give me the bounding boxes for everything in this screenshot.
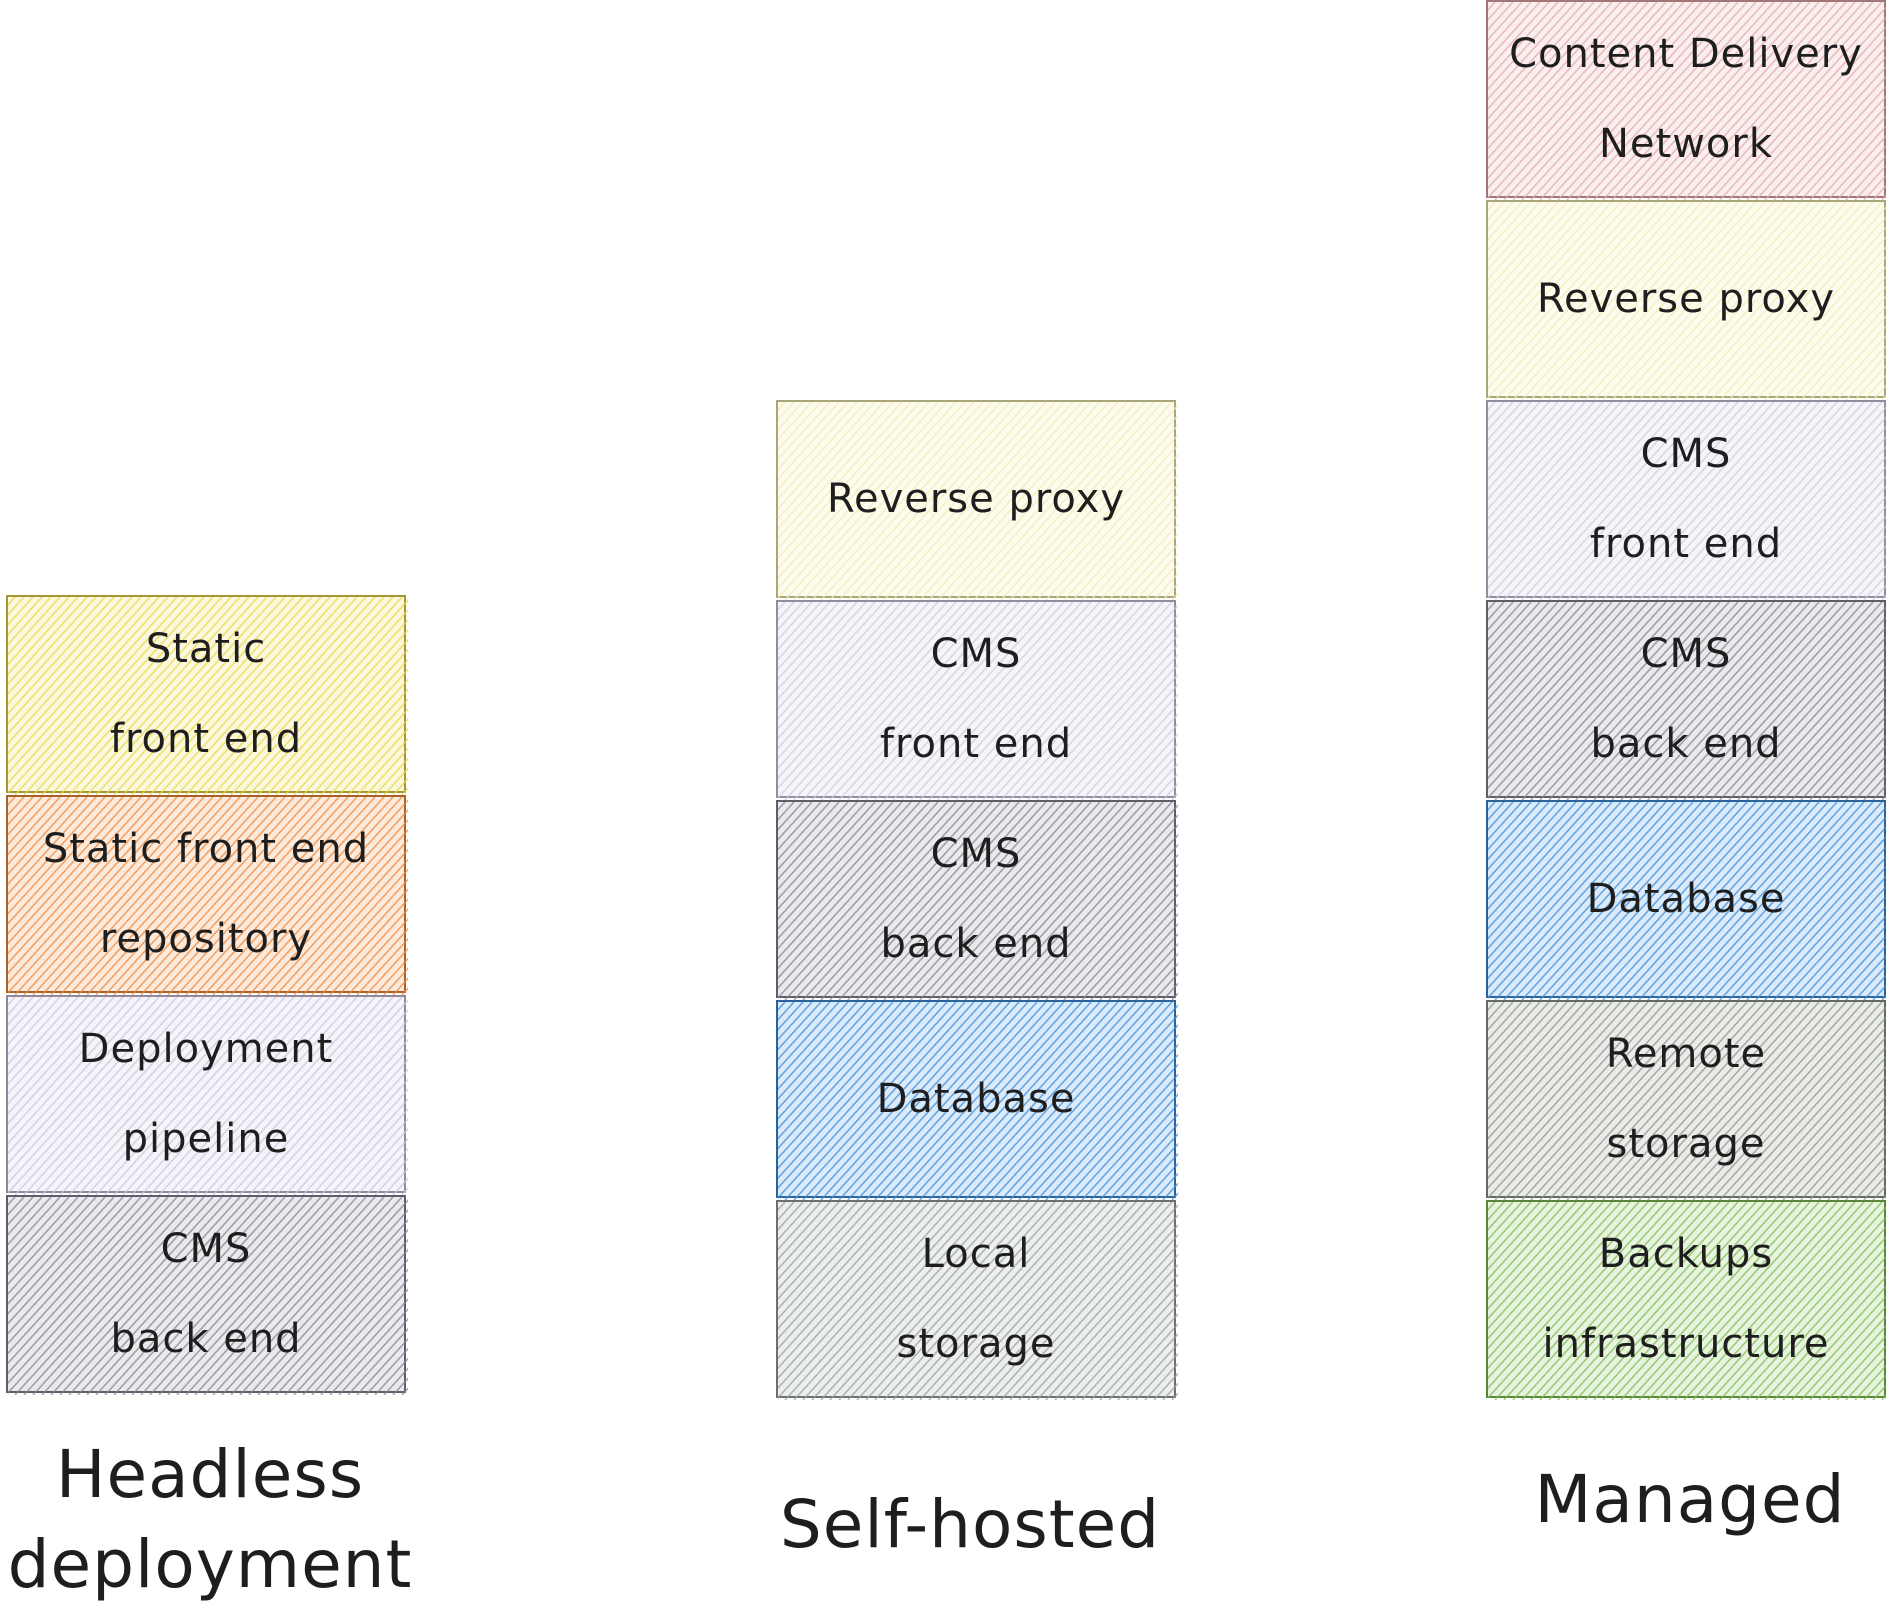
- layer-label: Remote: [1605, 1031, 1767, 1077]
- layer-block: Database: [1486, 800, 1886, 1000]
- layer-label: Backups: [1598, 1231, 1774, 1277]
- layer-label: pipeline: [122, 1116, 290, 1162]
- layer-block: CMS back end: [1486, 600, 1886, 800]
- layer-label: repository: [99, 916, 313, 962]
- layer-label: Static front end: [42, 826, 370, 872]
- layer-label: Local: [921, 1231, 1031, 1277]
- layer-label: back end: [110, 1316, 302, 1362]
- layer-label: front end: [1589, 521, 1783, 567]
- column-caption: Headless deployment: [0, 1430, 420, 1610]
- column-caption: Self-hosted: [720, 1480, 1220, 1570]
- layer-label: Reverse proxy: [826, 476, 1126, 522]
- layer-block: Deployment pipeline: [6, 995, 408, 1195]
- layer-label: storage: [896, 1321, 1056, 1367]
- caption-line: Headless: [55, 1436, 365, 1513]
- layer-label: CMS: [930, 631, 1022, 677]
- layer-label: Database: [876, 1076, 1076, 1122]
- caption-line: deployment: [7, 1526, 413, 1603]
- layer-label: Network: [1598, 121, 1773, 167]
- layer-label: CMS: [1640, 431, 1732, 477]
- layer-block: CMS front end: [776, 600, 1178, 800]
- layer-label: Reverse proxy: [1536, 276, 1836, 322]
- column-caption: Managed: [1440, 1455, 1886, 1545]
- layer-block: CMS front end: [1486, 400, 1886, 600]
- layer-block: Static front end: [6, 595, 408, 795]
- layer-label: front end: [879, 721, 1073, 767]
- layer-block: Remote storage: [1486, 1000, 1886, 1200]
- layer-label: Static: [145, 626, 267, 672]
- layer-block: Reverse proxy: [776, 400, 1178, 600]
- layer-label: infrastructure: [1542, 1321, 1830, 1367]
- caption-line: Self-hosted: [779, 1486, 1161, 1563]
- layer-block: Database: [776, 1000, 1178, 1200]
- layer-label: back end: [880, 921, 1072, 967]
- layer-label: front end: [109, 716, 303, 762]
- layer-label: back end: [1590, 721, 1782, 767]
- layer-label: Database: [1586, 876, 1786, 922]
- layer-block: Backups infrastructure: [1486, 1200, 1886, 1400]
- layer-block: CMS back end: [6, 1195, 408, 1395]
- layer-label: storage: [1606, 1121, 1766, 1167]
- layer-label: CMS: [160, 1226, 252, 1272]
- layer-label: Deployment: [78, 1026, 334, 1072]
- layer-block: Local storage: [776, 1200, 1178, 1400]
- layer-block: CMS back end: [776, 800, 1178, 1000]
- layer-block: Static front end repository: [6, 795, 408, 995]
- layer-label: CMS: [1640, 631, 1732, 677]
- layer-label: Content Delivery: [1509, 31, 1863, 77]
- layer-block: Reverse proxy: [1486, 200, 1886, 400]
- caption-line: Managed: [1534, 1461, 1846, 1538]
- layer-label: CMS: [930, 831, 1022, 877]
